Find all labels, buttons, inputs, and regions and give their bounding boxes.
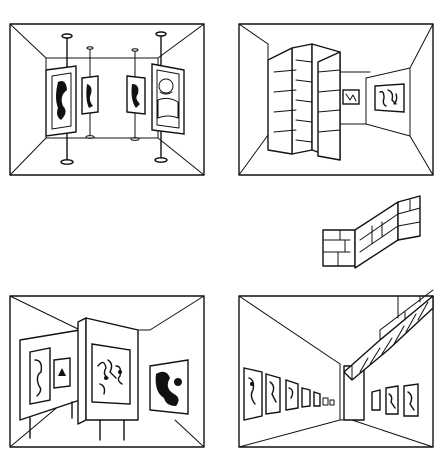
painting-side-wall xyxy=(374,83,405,113)
painting-left-large xyxy=(45,65,77,137)
painting-right-small xyxy=(126,75,146,115)
panel-freestanding-panels xyxy=(9,295,205,448)
left-wall-paintings xyxy=(243,367,335,421)
zigzag-partition xyxy=(267,43,341,161)
panel-zigzag-room xyxy=(238,23,434,176)
panel-corridor-gallery xyxy=(238,289,434,448)
panel-frame xyxy=(238,23,434,176)
display-poles xyxy=(60,31,168,165)
painting-right-wall xyxy=(149,359,189,415)
panel-left xyxy=(19,329,81,439)
panel-center xyxy=(77,317,139,441)
suspended-ceiling-rack xyxy=(343,289,434,381)
painting-back-wall xyxy=(342,89,360,105)
panel-frame xyxy=(238,295,434,448)
panel-frame xyxy=(9,23,205,176)
panel-frame xyxy=(9,295,205,448)
panel-zigzag-detail xyxy=(322,195,421,269)
painting-left-small xyxy=(81,75,99,115)
painting-right-large xyxy=(151,63,185,135)
panel-pole-paintings xyxy=(9,23,205,176)
right-wall-paintings xyxy=(371,383,419,417)
